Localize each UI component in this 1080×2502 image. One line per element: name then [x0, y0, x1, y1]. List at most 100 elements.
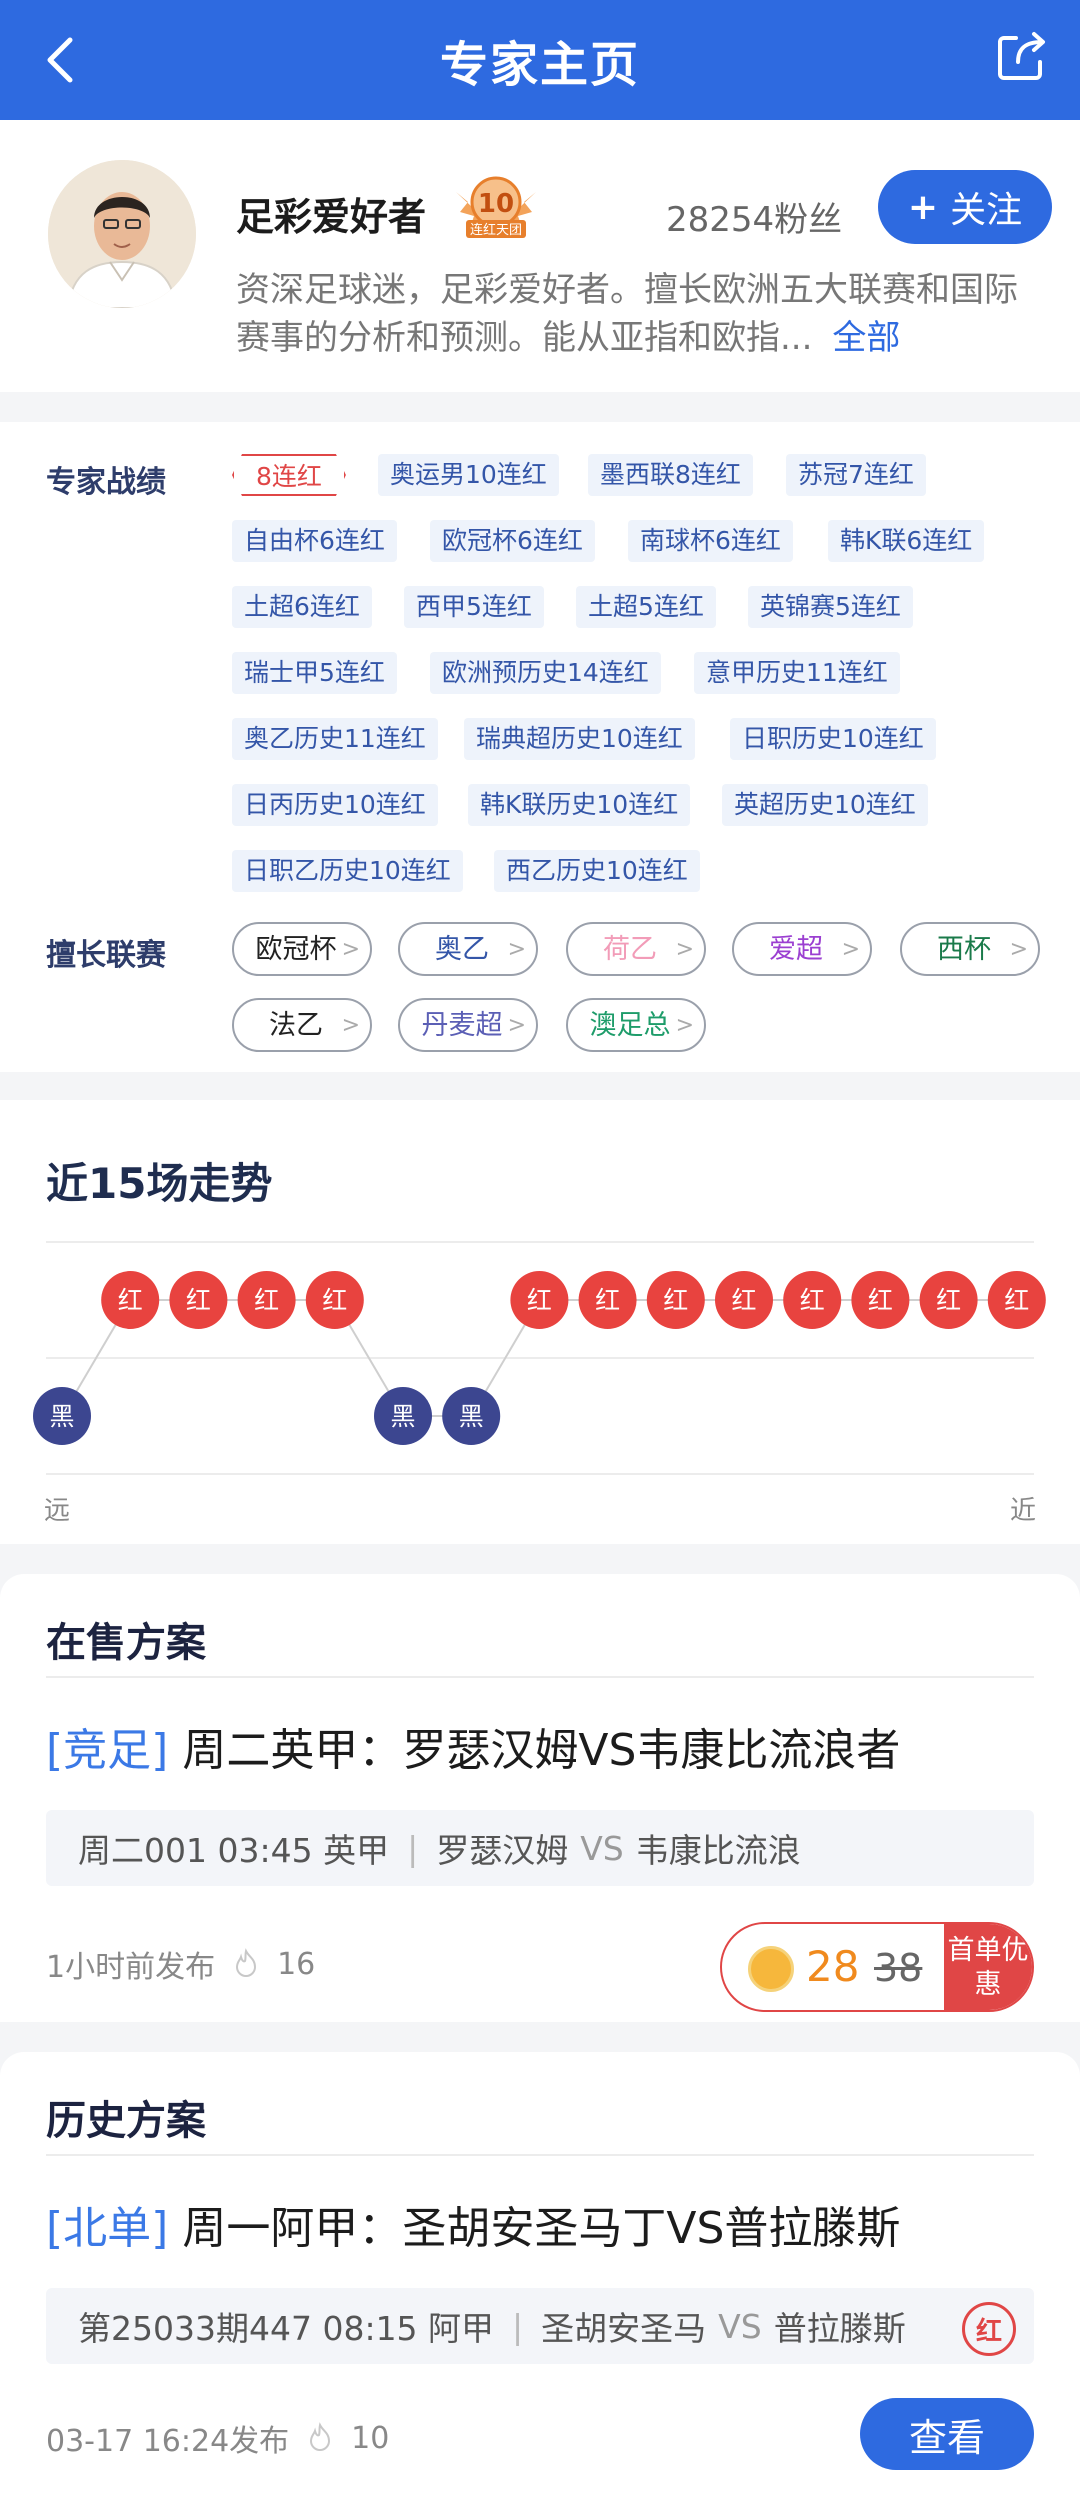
- trend-win-dot: 红: [578, 1271, 637, 1329]
- league-chip[interactable]: 澳足总>: [566, 998, 706, 1052]
- selling-plans-card: 在售方案 [竞足] 周二英甲：罗瑟汉姆VS韦康比流浪者 周二001 03:45 …: [0, 1574, 1080, 2022]
- league-chip[interactable]: 荷乙>: [566, 922, 706, 976]
- trend-win-dot: 红: [101, 1271, 160, 1329]
- trend-win-dot: 红: [237, 1271, 296, 1329]
- plan-category: [竞足]: [46, 1725, 169, 1776]
- medal-number: 10: [478, 189, 514, 219]
- avatar[interactable]: [48, 160, 196, 308]
- home-team: 罗瑟汉姆: [436, 1831, 569, 1870]
- divider: [46, 2154, 1034, 2156]
- medal-text: 连红天团: [470, 222, 522, 238]
- bio-more-link[interactable]: 全部: [832, 318, 901, 358]
- vs-label: VS: [718, 2306, 762, 2346]
- plan-meta: 03-17 16:24发布 10: [46, 2416, 389, 2460]
- record-tag: 瑞士甲5连红: [232, 652, 397, 694]
- promo-badge: 首单优惠: [944, 1924, 1032, 2010]
- result-stamp: 红: [962, 2302, 1016, 2356]
- record-tag: 自由杯6连红: [232, 520, 397, 562]
- bio-text: 资深足球迷，足彩爱好者。擅长欧洲五大联赛和国际赛事的分析和预测。能从亚指和欧指.…: [236, 270, 1018, 358]
- match-info-box: 第25033期447 08:15 阿甲 | 圣胡安圣马 VS 普拉滕斯: [46, 2288, 1034, 2364]
- trend-win-dot: 红: [646, 1271, 705, 1329]
- vs-label: VS: [580, 1828, 624, 1868]
- record-tag: 日职乙历史10连红: [232, 850, 463, 892]
- record-tag: 意甲历史11连红: [694, 652, 900, 694]
- league-name: 欧冠杯: [255, 934, 337, 965]
- records-section: 专家战绩 8连红 奥运男10连红 墨西联8连红 苏冠7连红 自由杯6连红 欧冠杯…: [0, 422, 1080, 1072]
- original-price: 38: [874, 1946, 923, 1990]
- trend-win-dot: 红: [783, 1271, 842, 1329]
- league-chip[interactable]: 奥乙>: [398, 922, 538, 976]
- chevron-right-icon: >: [341, 937, 360, 962]
- publish-time: 1小时前发布: [46, 1950, 216, 1985]
- match-info: 第25033期447 08:15 阿甲: [78, 2309, 495, 2348]
- follow-button[interactable]: + 关注: [878, 170, 1052, 244]
- history-title: 历史方案: [46, 2098, 206, 2144]
- match-info: 周二001 03:45 英甲: [78, 1831, 390, 1870]
- record-tag: 土超6连红: [232, 586, 372, 628]
- record-tag: 英超历史10连红: [722, 784, 928, 826]
- league-chip[interactable]: 西杯>: [900, 922, 1040, 976]
- plan-title-text: 周一阿甲：圣胡安圣马丁VS普拉滕斯: [182, 2203, 901, 2254]
- trend-dot-label: 黑: [49, 1402, 74, 1431]
- coin-icon: [748, 1946, 794, 1992]
- league-chip[interactable]: 丹麦超>: [398, 998, 538, 1052]
- follow-label: 关注: [950, 190, 1023, 231]
- league-name: 荷乙: [603, 934, 657, 965]
- top-nav-bar: 专家主页: [0, 0, 1080, 120]
- away-team: 韦康比流浪: [635, 1831, 801, 1870]
- leagues-label: 擅长联赛: [46, 938, 166, 973]
- record-tag: 苏冠7连红: [786, 454, 926, 496]
- trend-loss-dot: 黑: [33, 1387, 91, 1445]
- trend-near-label: 近: [1009, 1496, 1036, 1526]
- league-chip[interactable]: 法乙>: [232, 998, 372, 1052]
- separator: |: [512, 2306, 524, 2346]
- trend-dot-label: 红: [663, 1286, 688, 1315]
- records-label: 专家战绩: [46, 465, 166, 500]
- record-tag: 瑞典超历史10连红: [464, 718, 695, 760]
- current-price: 28: [806, 1942, 860, 1991]
- plan-meta: 1小时前发布 16: [46, 1942, 315, 1986]
- league-name: 爱超: [769, 934, 823, 965]
- chevron-right-icon: >: [507, 937, 526, 962]
- publish-time: 03-17 16:24发布: [46, 2424, 290, 2459]
- share-icon[interactable]: [994, 28, 1050, 84]
- record-tag: 欧冠杯6连红: [430, 520, 595, 562]
- trend-win-dot: 红: [305, 1271, 364, 1329]
- chevron-right-icon: >: [841, 937, 860, 962]
- price-button[interactable]: 28 38 首单优惠: [720, 1922, 1034, 2012]
- trend-win-dot: 红: [919, 1271, 978, 1329]
- league-name: 澳足总: [589, 1010, 671, 1041]
- league-chip[interactable]: 欧冠杯>: [232, 922, 372, 976]
- match-info-box: 周二001 03:45 英甲 | 罗瑟汉姆 VS 韦康比流浪: [46, 1810, 1034, 1886]
- trend-dot-label: 黑: [459, 1402, 484, 1431]
- record-tag: 日职历史10连红: [730, 718, 936, 760]
- trend-win-dot: 红: [715, 1271, 773, 1329]
- record-tag: 土超5连红: [576, 586, 716, 628]
- record-tag: 西乙历史10连红: [494, 850, 700, 892]
- trend-section: 近15场走势 黑红红红红黑黑红红红红红红红红 远 近: [0, 1100, 1080, 1544]
- trend-loss-dot: 黑: [374, 1387, 432, 1445]
- page-title: 专家主页: [439, 37, 640, 93]
- league-chip[interactable]: 爱超 >: [732, 922, 872, 976]
- record-tag: 8连红: [232, 454, 346, 496]
- view-count: 16: [277, 1946, 316, 1982]
- plan-title[interactable]: [竞足] 周二英甲：罗瑟汉姆VS韦康比流浪者: [46, 1714, 900, 1778]
- plan-title[interactable]: [北单] 周一阿甲：圣胡安圣马丁VS普拉滕斯: [46, 2192, 900, 2256]
- expert-name: 足彩爱好者: [236, 195, 427, 239]
- plan-title-text: 周二英甲：罗瑟汉姆VS韦康比流浪者: [182, 1725, 901, 1776]
- trend-dot-label: 红: [1004, 1286, 1029, 1315]
- trend-far-label: 远: [44, 1496, 71, 1526]
- trend-loss-dot: 黑: [442, 1387, 501, 1445]
- record-tag: 韩K联6连红: [828, 520, 985, 562]
- trend-dot-label: 红: [322, 1286, 347, 1315]
- chevron-left-icon[interactable]: [40, 30, 80, 90]
- expert-profile-card: 足彩爱好者 10 连红天团 28254粉丝 + 关注 资深足球迷，足彩爱好者。擅…: [0, 120, 1080, 392]
- fans-count: 28254粉丝: [666, 200, 843, 240]
- view-button[interactable]: 查看: [860, 2398, 1034, 2470]
- separator: |: [407, 1828, 419, 1868]
- chevron-right-icon: >: [675, 1013, 694, 1038]
- selling-title: 在售方案: [46, 1620, 206, 1666]
- trend-dot-label: 红: [936, 1286, 961, 1315]
- record-tag: 西甲5连红: [404, 586, 544, 628]
- trend-dot-label: 红: [118, 1286, 143, 1315]
